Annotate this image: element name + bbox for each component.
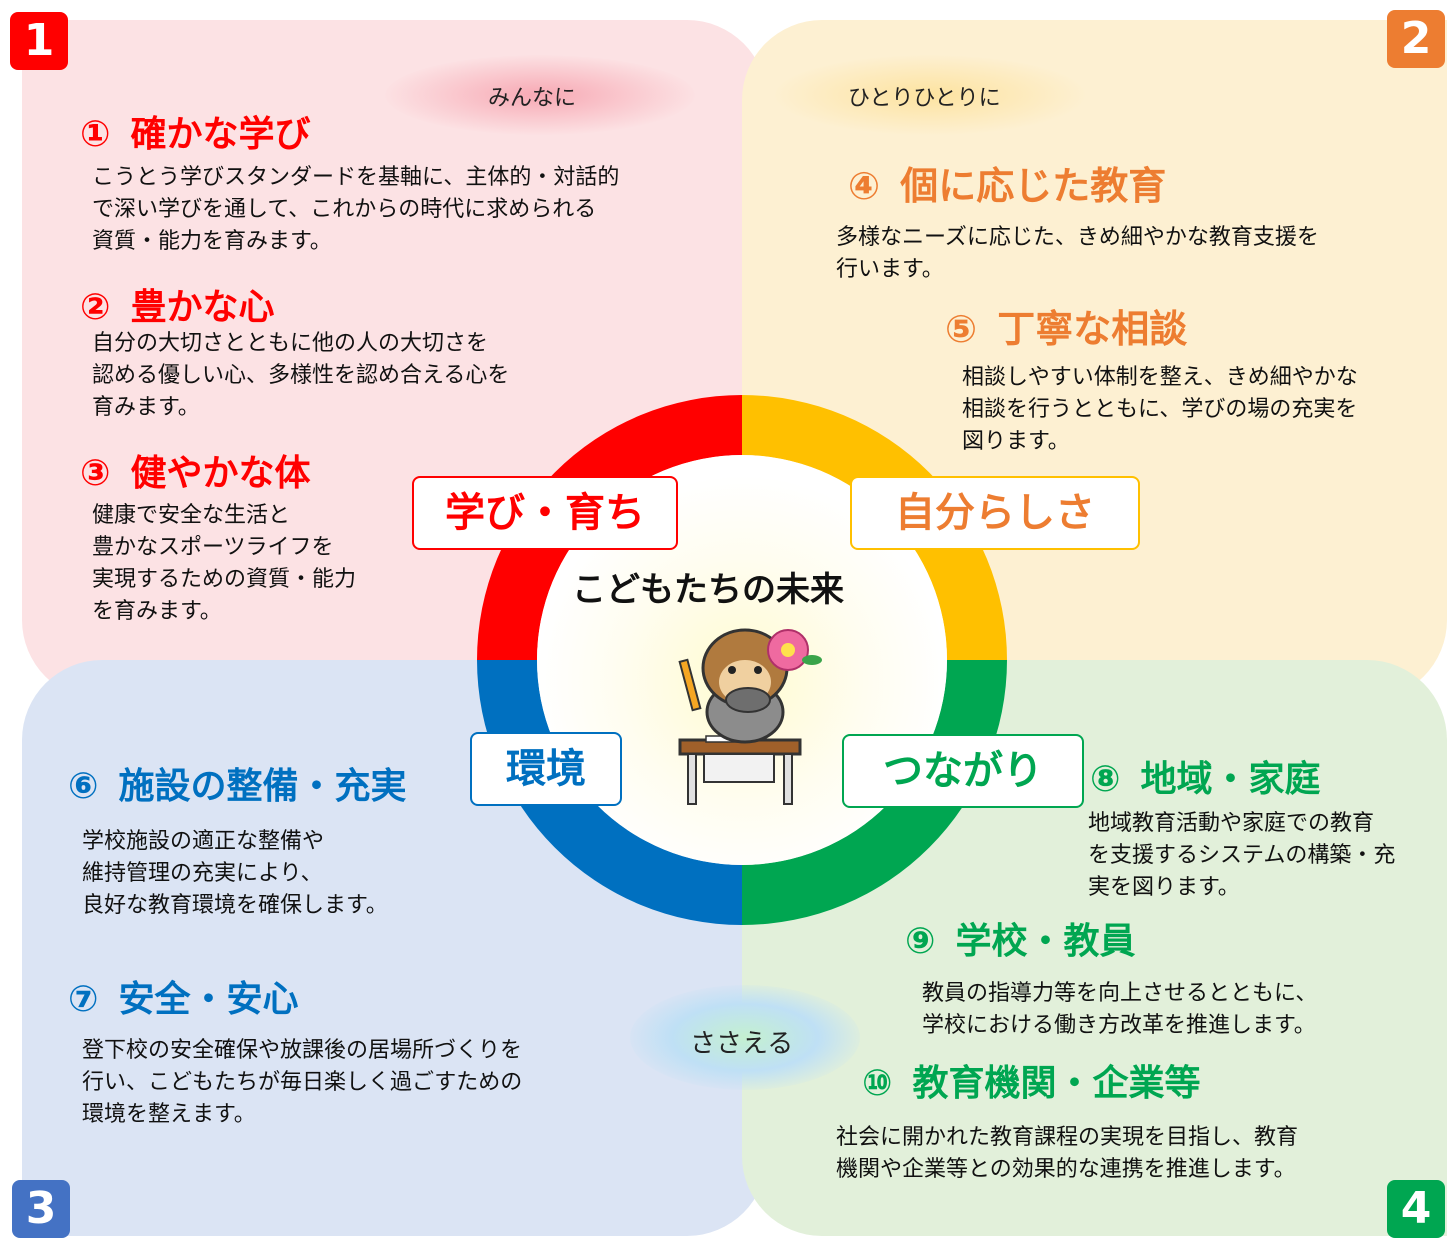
pill-glow-2	[775, 55, 1085, 135]
item-5-text: 相談しやすい体制を整え、きめ細やかな相談を行うとともに、学びの場の充実を図ります…	[962, 365, 1358, 454]
ring-label-tsunagari: つながり	[842, 734, 1084, 808]
ring-segment-red	[477, 395, 742, 660]
item-6-text: 学校施設の適正な整備や維持管理の充実により、良好な教育環境を確保します。	[82, 829, 388, 918]
ring-segment-blue	[477, 660, 742, 925]
ring-segment-green	[742, 660, 1007, 925]
mascot-character-icon	[678, 628, 822, 805]
badge-3: 3	[12, 1180, 70, 1238]
item-2-text: 自分の大切さとともに他の人の大切さを認める優しい心、多様性を認め合える心を育みま…	[92, 331, 510, 420]
pill-minnani: みんなに	[488, 86, 577, 111]
item-9-text: 教員の指導力等を向上させるとともに、学校における働き方改革を推進します。	[922, 981, 1318, 1038]
item-3-text: 健康で安全な生活と豊かなスポーツライフを実現するための資質・能力を育みます。	[92, 503, 357, 624]
pill-hitorihitori: ひとりひとりに	[848, 86, 1001, 111]
badge-1: 1	[10, 12, 68, 70]
item-4-text: 多様なニーズに応じた、きめ細やかな教育支援を行います。	[836, 225, 1319, 282]
item-8-text: 地域教育活動や家庭での教育を支援するシステムの構築・充実を図ります。	[1088, 811, 1396, 900]
badge-2: 2	[1387, 10, 1445, 68]
ring-label-jibunrashisa: 自分らしさ	[850, 476, 1140, 550]
item-10-text: 社会に開かれた教育課程の実現を目指し、教育機関や企業等との効果的な連携を推進しま…	[836, 1125, 1299, 1182]
item-1-text: こうとう学びスタンダードを基軸に、主体的・対話的で深い学びを通して、これからの時…	[92, 165, 620, 254]
ring-label-kankyo: 環境	[470, 732, 622, 806]
ring-segment-yellow	[742, 395, 1007, 660]
ring-label-manabi: 学び・育ち	[412, 476, 678, 550]
pill-glow-4	[630, 985, 860, 1090]
item-7-text: 登下校の安全確保や放課後の居場所づくりを行い、こどもたちが毎日楽しく過ごすための…	[82, 1038, 523, 1127]
center-title: こどもたちの未来	[572, 570, 844, 610]
pill-glow-1	[385, 55, 695, 135]
badge-4: 4	[1387, 1180, 1445, 1238]
pill-sasaeru: ささえる	[690, 1029, 794, 1059]
